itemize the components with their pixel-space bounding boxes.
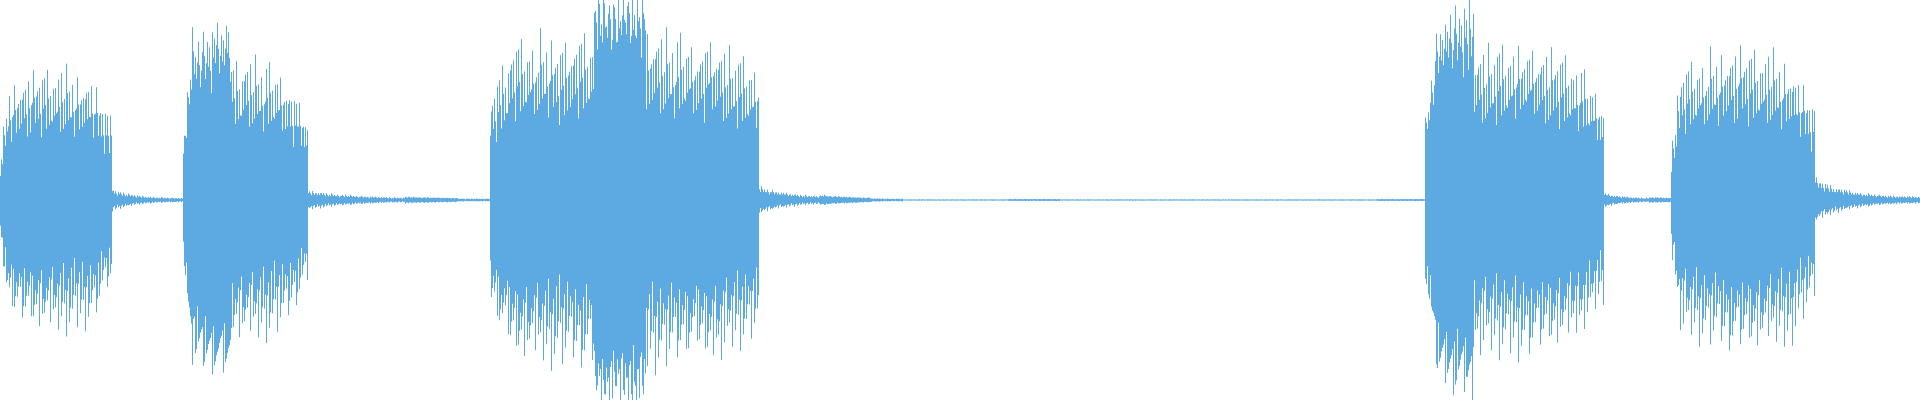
- waveform-canvas: [0, 0, 1920, 400]
- waveform-lines: [0, 0, 1920, 400]
- audio-waveform: [0, 0, 1920, 400]
